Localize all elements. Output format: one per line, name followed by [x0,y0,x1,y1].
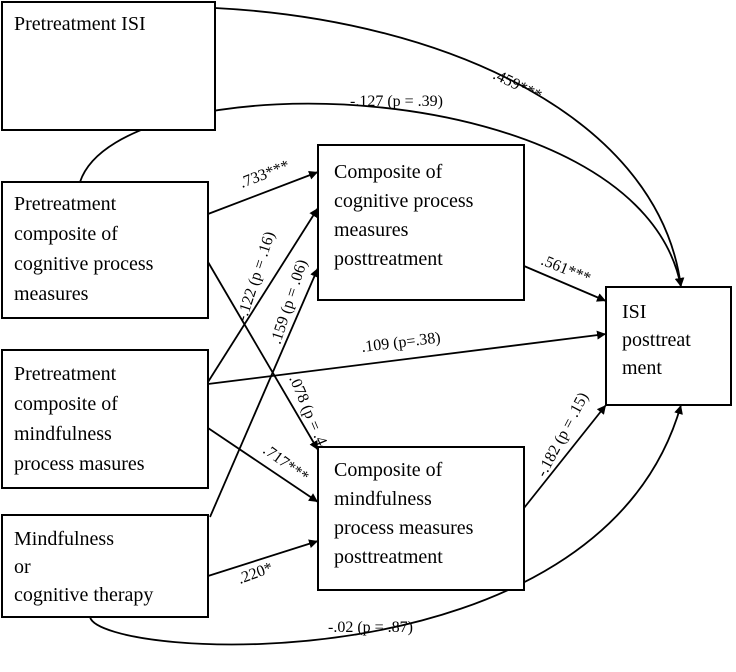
node-posttreatment-mindfulness: Composite of mindfulness process measure… [317,446,525,591]
edge-pre-cog-to-post-isi [79,102,684,288]
node-text: cognitive therapy [14,584,153,606]
edges [79,7,685,646]
edge-pre-mind-to-post-mind [207,427,319,503]
node-text: ISI [622,301,646,323]
edge-pre-cog-to-post-mind [207,261,319,451]
edge-pre-mind-to-post-isi [207,330,607,385]
label-109: .109 (p=.38) [360,329,441,356]
label-122: -.122 (p = .16) [234,230,279,324]
node-text: mindfulness [14,423,112,445]
edge-post-cog-to-post-isi [523,265,607,302]
edge-post-mind-to-post-isi [523,404,607,509]
label-127: -.127 (p = .39) [350,93,443,110]
node-text: or [14,556,31,578]
node-text: ment [622,357,662,379]
edge-pre-cog-to-post-cog [207,171,319,215]
node-pretreatment-mindfulness: Pretreatment composite of mindfulness pr… [1,349,209,489]
label-02: -.02 (p = .87) [328,619,413,636]
node-text: Composite of [334,459,443,481]
node-text: Composite of [334,161,443,183]
label-733: .733*** [237,157,292,192]
node-posttreatment-cognitive: Composite of cognitive process measures … [317,144,525,301]
node-text: Pretreatment ISI [14,13,146,35]
edge-pre-mind-to-post-cog [207,207,319,383]
node-posttreatment-isi: ISI posttreat ment [605,286,732,406]
node-text: posttreat [622,329,691,351]
node-text: Pretreatment [14,193,117,215]
edge-pre-isi-to-post-isi [214,7,685,288]
node-therapy: Mindfulness or cognitive therapy [1,514,209,618]
node-text: Mindfulness [14,528,114,550]
node-text: process measures [334,517,474,539]
node-text: cognitive process [14,253,154,275]
node-text: mindfulness [334,488,432,510]
edge-therapy-to-post-mind [207,539,319,577]
node-pretreatment-cognitive: Pretreatment composite of cognitive proc… [1,181,209,319]
node-text: process masures [14,453,145,475]
node-text: posttreatment [334,546,443,568]
edge-therapy-to-post-cog [209,267,319,518]
label-717: .717*** [260,441,312,485]
node-text: measures [334,219,409,241]
node-pretreatment-isi: Pretreatment ISI [1,1,216,131]
node-text: posttreatment [334,248,443,270]
label-220: .220* [236,559,276,587]
label-561: .561*** [539,252,594,287]
node-text: composite of [14,223,118,245]
label-459: .459*** [490,66,544,104]
edge-therapy-to-post-isi [89,404,683,646]
node-text: composite of [14,393,118,415]
node-text: measures [14,283,89,305]
node-text: cognitive process [334,190,474,212]
node-text: Pretreatment [14,363,117,385]
